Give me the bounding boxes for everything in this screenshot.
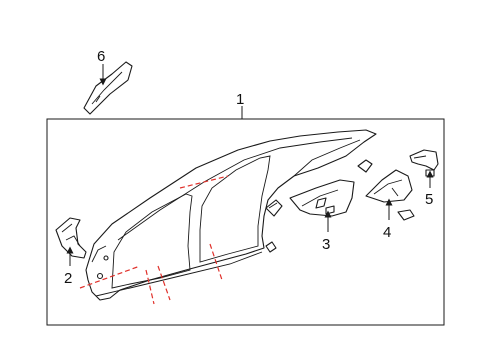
callout-6[interactable]: 6 bbox=[97, 48, 105, 65]
part-4-wheelhouse-reinforcement[interactable] bbox=[365, 169, 415, 221]
cut-line-rocker-1 bbox=[145, 269, 155, 305]
cut-line-rocker-3 bbox=[209, 243, 223, 281]
cut-line-a-pillar bbox=[79, 265, 141, 289]
part-1-frame-box bbox=[46, 118, 445, 326]
part-2-hinge-pillar-reinforcement[interactable] bbox=[55, 217, 87, 259]
cut-line-roof-front bbox=[179, 175, 229, 189]
part-3-quarter-inner-panel[interactable] bbox=[289, 179, 355, 217]
part-6-roof-rail-reinforcement[interactable] bbox=[83, 61, 133, 115]
callout-5[interactable]: 5 bbox=[425, 191, 433, 208]
callout-2[interactable]: 2 bbox=[64, 270, 72, 287]
cut-lines bbox=[79, 175, 229, 305]
callout-1[interactable]: 1 bbox=[236, 91, 244, 108]
callout-3[interactable]: 3 bbox=[322, 236, 330, 253]
part-1-body-side-panel[interactable] bbox=[85, 129, 377, 301]
callout-4[interactable]: 4 bbox=[383, 224, 391, 241]
cut-line-rocker-2 bbox=[157, 265, 171, 301]
part-5-rear-bracket[interactable] bbox=[409, 149, 439, 177]
